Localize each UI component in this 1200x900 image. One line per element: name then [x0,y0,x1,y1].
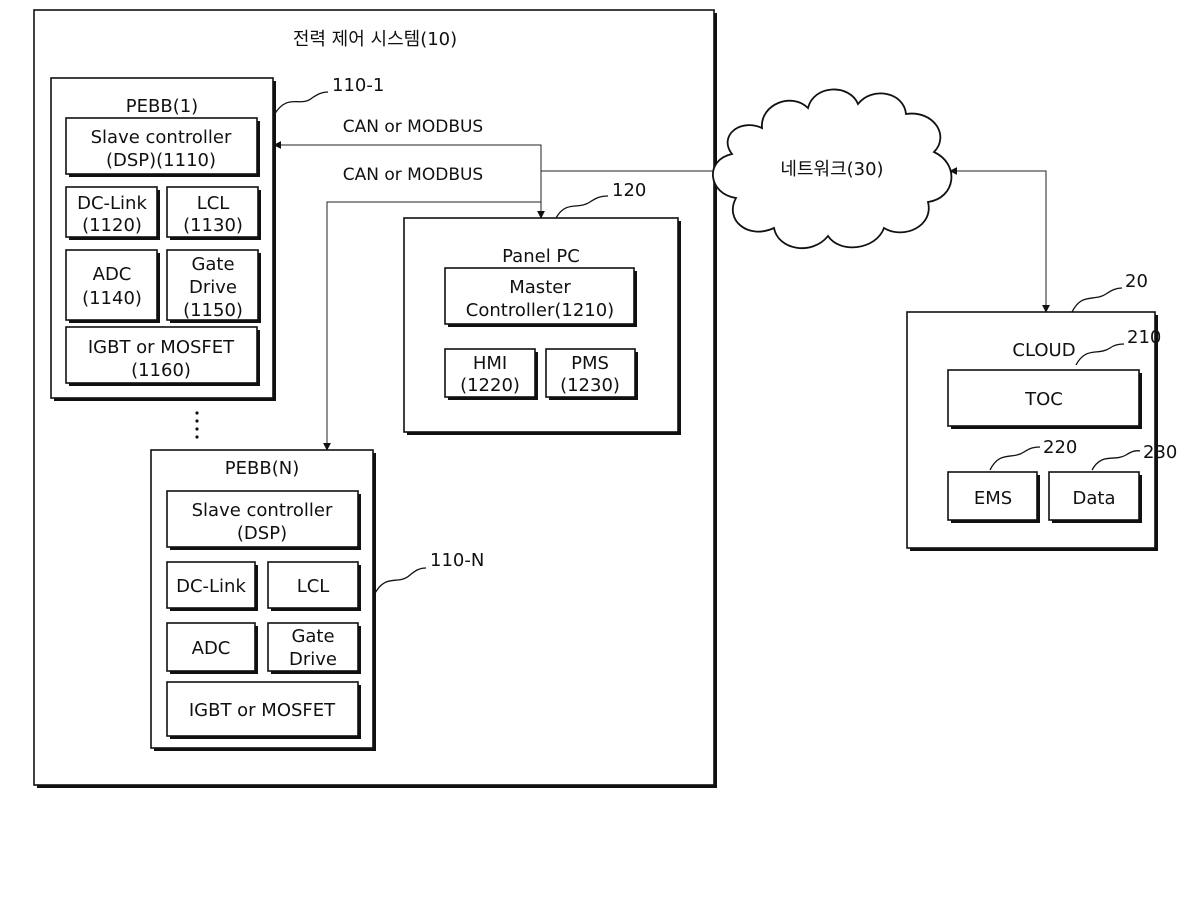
pebb-n-drive-label: Drive [289,649,337,670]
pebb-n-dc-link: DC-Link [167,562,258,611]
pebb-n-adc-label: ADC [192,638,231,659]
ems-ref: 220 [1043,437,1077,458]
pebb-1-drive-label: Drive [189,277,237,298]
pms-code: (1230) [560,375,620,396]
pebb-1-gate-code: (1150) [183,300,243,321]
pebb-n-ref: 110-N [430,550,484,571]
toc-label: TOC [1024,389,1063,410]
hmi-label: HMI [473,353,507,374]
pebb-n-adc: ADC [167,623,258,674]
pebb-n-igbt-label: IGBT or MOSFET [189,700,336,721]
pebb-1-slave-controller: Slave controller (DSP)(1110) [66,118,260,177]
ems-block: EMS [948,472,1040,523]
panel-pc-title: Panel PC [502,246,580,267]
pebb-1-lcl-label: LCL [197,193,230,214]
pebb-1-adc: ADC (1140) [66,250,160,323]
pebb-1-igbt-code: (1160) [131,360,191,381]
pms-block: PMS (1230) [546,349,638,400]
pebb-1-igbt-label: IGBT or MOSFET [88,337,235,358]
pebb-1-adc-code: (1140) [82,288,142,309]
data-block: Data [1049,472,1142,523]
pebb-1-gate-drive: Gate Drive (1150) [167,250,261,323]
cloud-title: CLOUD [1012,340,1075,361]
pebb-1-igbt: IGBT or MOSFET (1160) [66,327,260,386]
pebb-n-title: PEBB(N) [225,458,299,479]
panel-pc-ref: 120 [612,180,646,201]
hmi-code: (1220) [460,375,520,396]
pebb-n-slave-sub: (DSP) [237,523,287,544]
pebb-n-gate-drive: Gate Drive [268,623,361,674]
pebb-n-slave-controller: Slave controller (DSP) [167,491,361,550]
pebb-1-ref: 110-1 [332,75,384,96]
pebb-1-title: PEBB(1) [126,96,198,117]
pebb-n-slave-label: Slave controller [192,500,333,521]
pebb-1-dc-link: DC-Link (1120) [66,187,160,240]
data-ref: 230 [1143,442,1177,463]
cloud-leader [1072,288,1122,312]
pebb-1-lcl-code: (1130) [183,215,243,236]
pebb-n-igbt: IGBT or MOSFET [167,682,361,739]
pebb-1-lcl: LCL (1130) [167,187,261,240]
hmi-block: HMI (1220) [445,349,538,400]
master-controller: Master Controller(1210) [445,268,637,327]
master-controller-code: Controller(1210) [466,300,614,321]
cloud-ref: 20 [1125,271,1148,292]
pebb-1-gate-label: Gate [191,254,234,275]
network-cloud-link [950,171,1046,312]
system-title: 전력 제어 시스템(10) [293,29,457,50]
pebb-1-dc-link-code: (1120) [82,215,142,236]
master-controller-label: Master [509,277,571,298]
pebb-1-slave-label: Slave controller [91,127,232,148]
pebb-1-adc-label: ADC [93,264,132,285]
pebb-1-dc-link-label: DC-Link [77,193,147,214]
pebb-n-gate-label: Gate [291,626,334,647]
pebb-1-slave-sub: (DSP)(1110) [106,150,216,171]
can-label-bottom: CAN or MODBUS [343,165,483,185]
pebb-n-lcl: LCL [268,562,361,611]
pebb-n-dc-link-label: DC-Link [176,576,246,597]
data-label: Data [1073,488,1116,509]
pms-label: PMS [571,353,609,374]
toc-ref: 210 [1127,327,1161,348]
toc-block: TOC [948,370,1142,429]
can-label-top: CAN or MODBUS [343,117,483,137]
ems-label: EMS [974,488,1012,509]
pebb-n-lcl-label: LCL [297,576,330,597]
network-label: 네트워크(30) [780,159,883,180]
